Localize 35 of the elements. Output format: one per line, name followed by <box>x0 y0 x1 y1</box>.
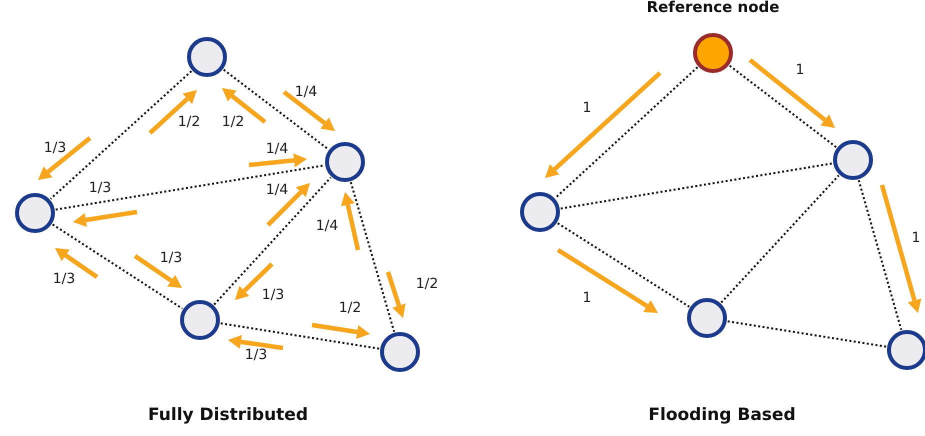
weight-label: 1/2 <box>178 114 200 130</box>
dotted-link <box>56 164 324 211</box>
dotted-link <box>350 182 396 332</box>
weight-label: 1/3 <box>244 347 268 363</box>
weight-label: 1/4 <box>316 218 338 234</box>
node-label: Reference node <box>646 0 780 16</box>
weight-label: 1/3 <box>44 140 66 156</box>
dotted-link <box>223 68 329 150</box>
weight-label: 1/2 <box>222 114 244 130</box>
weight-label: 1/3 <box>88 180 112 196</box>
dotted-link <box>220 322 380 350</box>
weight-label: 1 <box>582 100 592 116</box>
weight-label: 1 <box>796 62 804 78</box>
weight-label: 1 <box>912 230 920 246</box>
dotted-link <box>557 222 690 308</box>
panel-title: Fully Distributed <box>148 405 308 425</box>
dotted-link <box>720 174 840 304</box>
weight-label: 1/3 <box>160 250 182 266</box>
dotted-link <box>213 176 332 306</box>
weight-label: 1/4 <box>266 182 288 198</box>
dotted-link <box>50 70 192 200</box>
dotted-link <box>728 320 886 348</box>
dotted-link <box>858 180 902 330</box>
weight-label: 1/2 <box>338 300 362 316</box>
weight-label: 1 <box>582 290 592 306</box>
dotted-link <box>729 64 837 148</box>
weight-label: 1/4 <box>266 141 288 157</box>
panel-title: Flooding Based <box>648 405 796 425</box>
weight-label: 1/3 <box>262 287 284 303</box>
weight-label: 1/2 <box>416 276 438 292</box>
dotted-link <box>560 162 832 210</box>
weight-label: 1/3 <box>52 271 76 287</box>
dotted-link <box>554 66 698 199</box>
dotted-link <box>52 224 183 310</box>
weight-label: 1/4 <box>294 84 318 100</box>
